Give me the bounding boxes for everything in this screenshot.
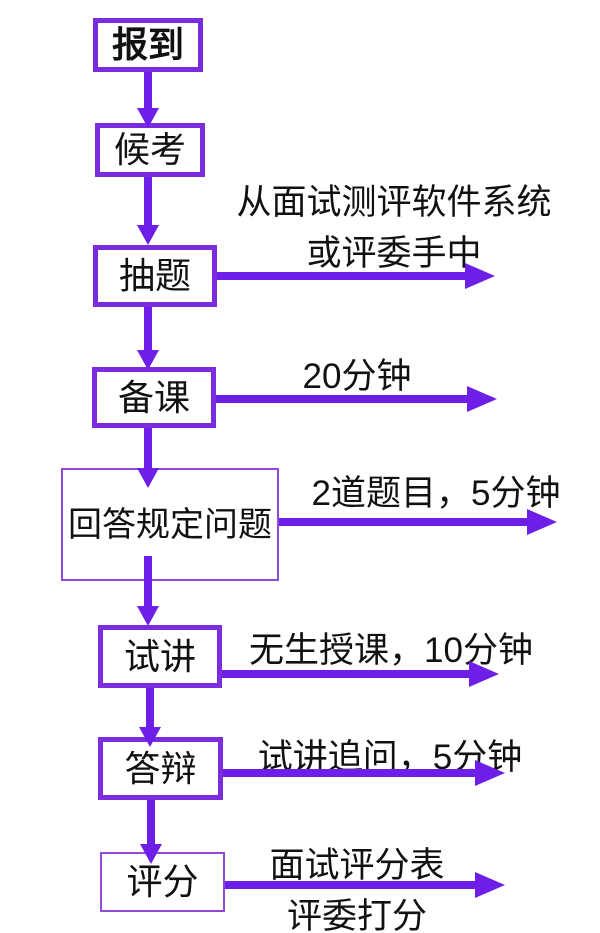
arrow-down-5-shaft — [144, 556, 152, 608]
annotation-scoring: 面试评分表 评委打分 — [207, 841, 507, 933]
arrow-right-scoring-head — [475, 872, 505, 898]
annotation-scoring-line2: 评委打分 — [286, 896, 427, 933]
flow-box-check-in: 报到 — [93, 18, 203, 72]
arrow-down-2-head — [137, 225, 159, 245]
annotation-scoring-line1: 面试评分表 — [269, 846, 445, 885]
annotation-prepare-lesson-line1: 20分钟 — [302, 357, 412, 396]
arrow-down-3-head — [137, 350, 159, 370]
flow-box-draw-question: 抽题 — [93, 245, 217, 307]
arrow-down-2-shaft — [144, 177, 152, 227]
arrow-down-1-head — [137, 108, 159, 128]
flow-box-draw-question-label: 抽题 — [118, 255, 191, 296]
flow-box-prepare-lesson-label: 备课 — [117, 376, 190, 418]
arrow-right-prepare-lesson-head — [467, 386, 497, 412]
annotation-draw-question-line1: 从面试测评软件系统 — [236, 183, 552, 222]
annotation-draw-question: 从面试测评软件系统 或评委手中 — [228, 178, 560, 280]
arrow-right-defense-head — [475, 760, 505, 786]
flow-box-answer-questions: 回答规定问题 — [61, 468, 279, 581]
annotation-prepare-lesson: 20分钟 — [227, 352, 487, 403]
flow-box-wait-exam: 候考 — [95, 123, 205, 177]
arrow-right-scoring-shaft — [225, 881, 477, 889]
arrow-down-1-shaft — [144, 72, 152, 110]
flow-box-defense-label: 答辩 — [124, 747, 197, 789]
arrow-right-prepare-lesson-shaft — [216, 395, 467, 403]
arrow-right-draw-question-shaft — [217, 272, 467, 280]
arrow-right-answer-questions-head — [527, 509, 557, 535]
arrow-down-4-head — [137, 468, 159, 488]
arrow-down-3-shaft — [144, 307, 152, 352]
annotation-answer-questions-line1: 2道题目，5分钟 — [311, 474, 561, 513]
flow-box-prepare-lesson: 备课 — [92, 367, 216, 428]
arrow-down-4-shaft — [144, 428, 152, 470]
arrow-down-7-head — [140, 844, 162, 864]
arrow-right-draw-question-head — [465, 263, 495, 289]
arrow-right-defense-shaft — [223, 769, 477, 777]
annotation-answer-questions: 2道题目，5分钟 — [283, 469, 589, 520]
arrow-down-6-head — [139, 727, 161, 747]
flow-box-check-in-label: 报到 — [111, 24, 184, 65]
arrow-down-6-shaft — [146, 688, 154, 729]
arrow-right-answer-questions-shaft — [279, 518, 529, 526]
flow-box-scoring: 评分 — [100, 852, 225, 912]
arrow-down-7-shaft — [147, 800, 155, 846]
annotation-draw-question-line2: 或评委手中 — [306, 233, 482, 273]
arrow-down-5-head — [137, 606, 159, 626]
arrow-right-trial-lecture-head — [469, 661, 499, 687]
flow-box-wait-exam-label: 候考 — [113, 129, 186, 170]
flow-box-trial-lecture-label: 试讲 — [123, 635, 196, 677]
flow-box-trial-lecture: 试讲 — [98, 625, 222, 688]
flow-box-scoring-label: 评分 — [126, 861, 199, 902]
flow-box-answer-questions-label: 回答规定问题 — [68, 505, 272, 544]
arrow-right-trial-lecture-shaft — [222, 670, 471, 678]
